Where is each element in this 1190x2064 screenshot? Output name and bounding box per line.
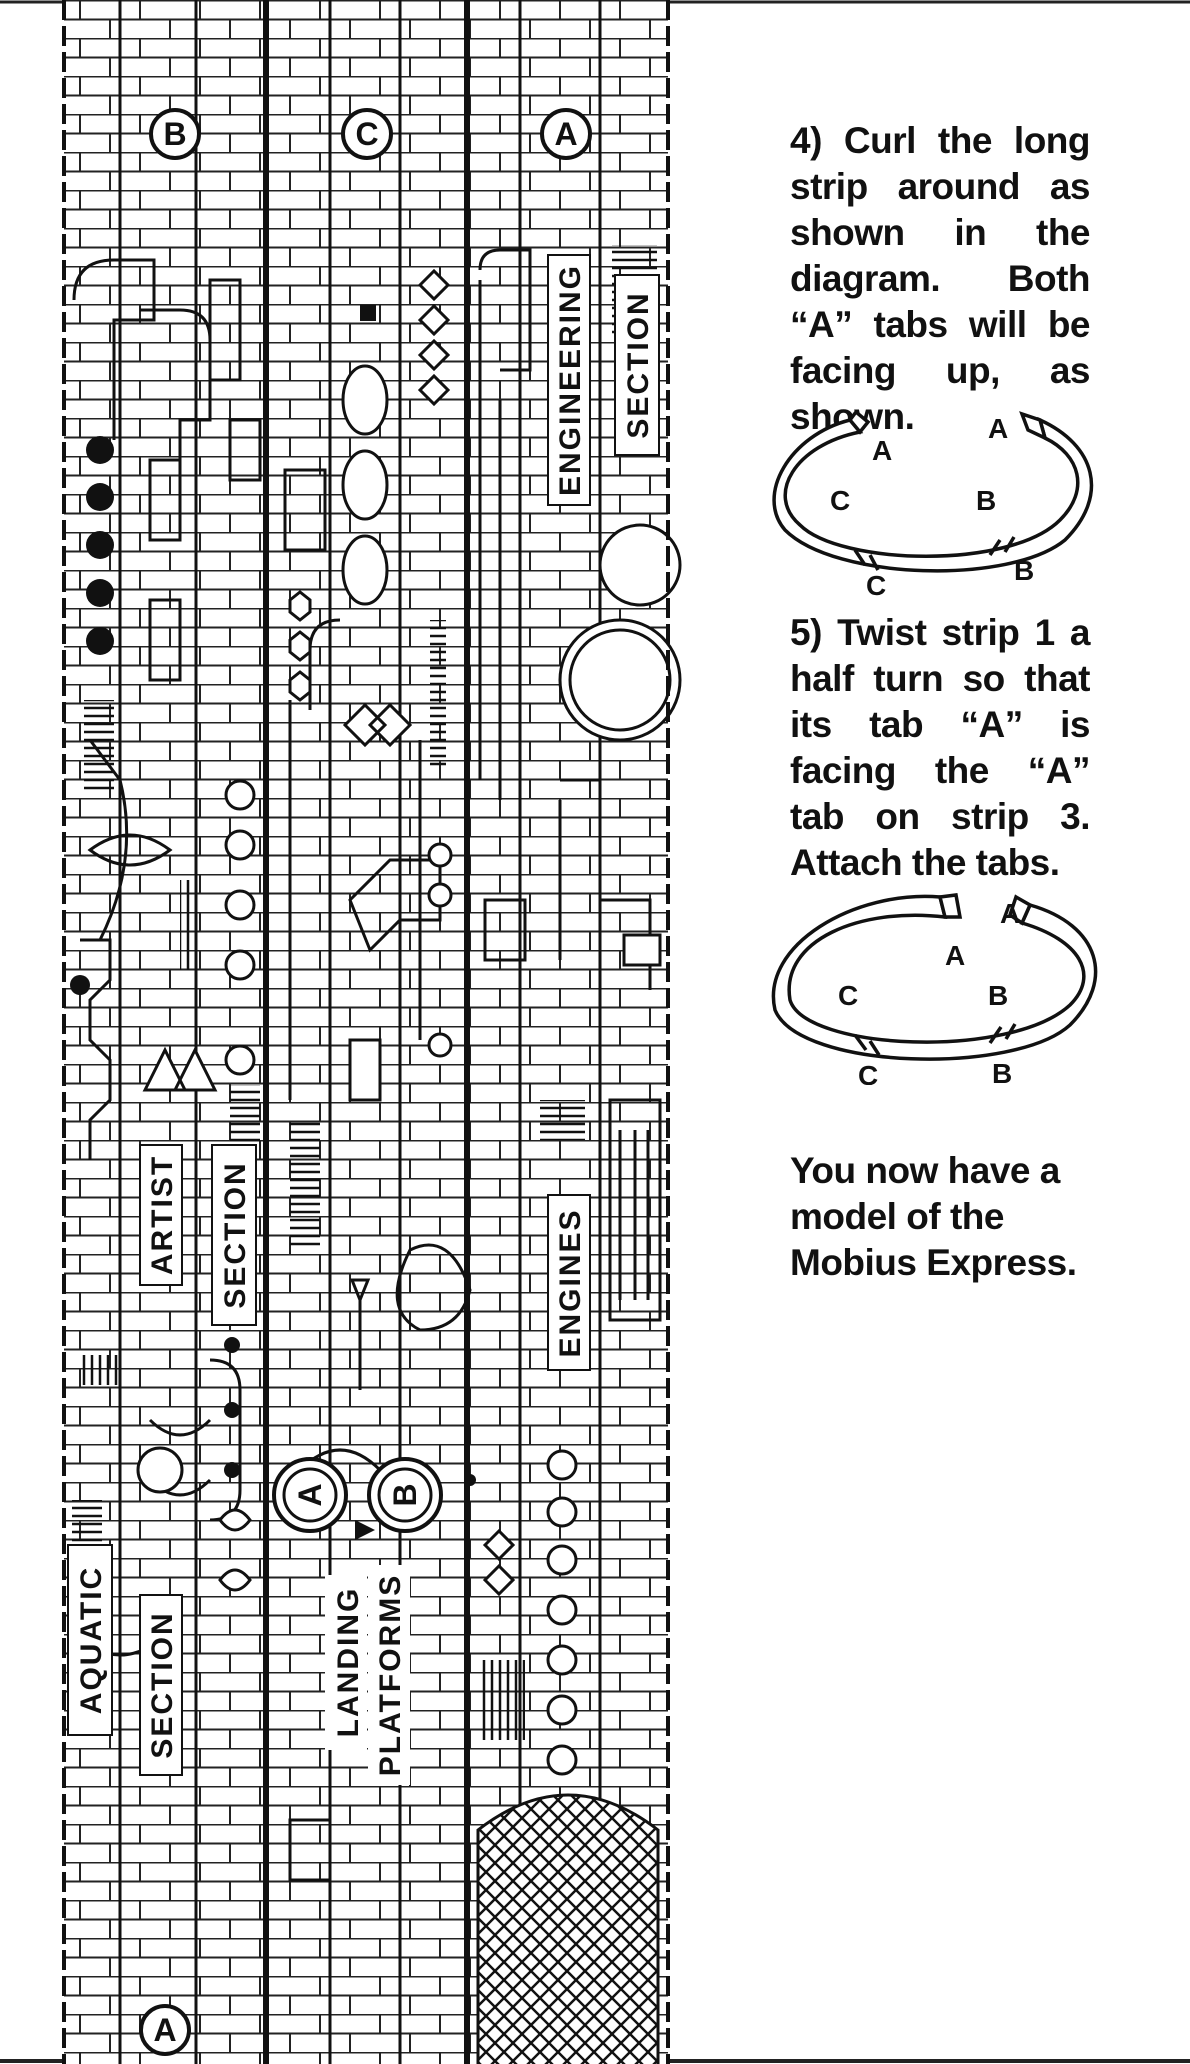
instruction-step-4: 4) Curl the long strip around as shown i… [790,120,1091,437]
diagram-2-label-c-inner: C [838,980,858,1011]
label-engines-text: ENGINES [554,1208,587,1357]
circle-mark-b-label: B [387,1483,423,1506]
diagram-2-label-c-outer: C [858,1060,878,1085]
strip-3-top-tab-letter: A [554,116,577,152]
circle-mark-b: B [367,1457,443,1533]
diagram-1-label-b-inner: B [976,485,996,516]
label-platforms-text: PLATFORMS [374,1574,407,1776]
strip-1-top-tab-letter: B [163,116,186,152]
strip-1 [64,0,264,2064]
strip-1-top-tab: B [149,108,201,160]
strip-2-top-tab-letter: C [355,116,378,152]
label-landing-text: LANDING [332,1587,365,1738]
diagram-curl-strip: A A C B C B [772,409,1094,600]
label-section-2-text: SECTION [219,1161,252,1308]
diagram-twist-strip: A A C B C B [771,893,1098,1085]
diagram-2-label-b-outer: B [992,1058,1012,1085]
label-section-1-text: SECTION [146,1611,179,1758]
strip-3-top-tab: A [540,108,592,160]
label-section-3-text: SECTION [622,291,655,438]
diagram-1-label-a-right: A [988,413,1008,444]
diagram-1-label-b-outer: B [1014,555,1034,586]
label-landing: LANDING [325,1575,367,1750]
label-engineering: ENGINEERING [547,254,591,506]
strip-1-bottom-tab-letter: A [153,2012,176,2048]
circle-mark-a-label: A [292,1483,328,1506]
label-artist: ARTIST [139,1144,183,1286]
label-aquatic-text: AQUATIC [75,1566,108,1714]
diagram-1-label-c-outer: C [866,570,886,600]
label-section-1: SECTION [139,1594,183,1776]
strip-1-bottom-tab: A [139,2004,191,2056]
diagram-2-label-a-right: A [1000,898,1020,929]
label-engines: ENGINES [547,1194,591,1371]
diagram-2-label-a-left: A [945,940,965,971]
strip-2-top-tab: C [341,108,393,160]
circle-mark-a: A [272,1457,348,1533]
label-platforms: PLATFORMS [368,1565,410,1785]
label-aquatic: AQUATIC [67,1544,113,1736]
label-engineering-text: ENGINEERING [554,264,587,496]
diagram-2-label-b-inner: B [988,980,1008,1011]
diagram-1-label-c-inner: C [830,485,850,516]
diagram-1-label-a-left: A [872,435,892,466]
instruction-final: You now have a model of the Mobius Expre… [790,1150,1077,1283]
label-artist-text: ARTIST [146,1155,179,1275]
label-section-2: SECTION [211,1144,257,1326]
instruction-step-5: 5) Twist strip 1 a half turn so that its… [790,612,1091,883]
label-section-3: SECTION [614,274,660,456]
